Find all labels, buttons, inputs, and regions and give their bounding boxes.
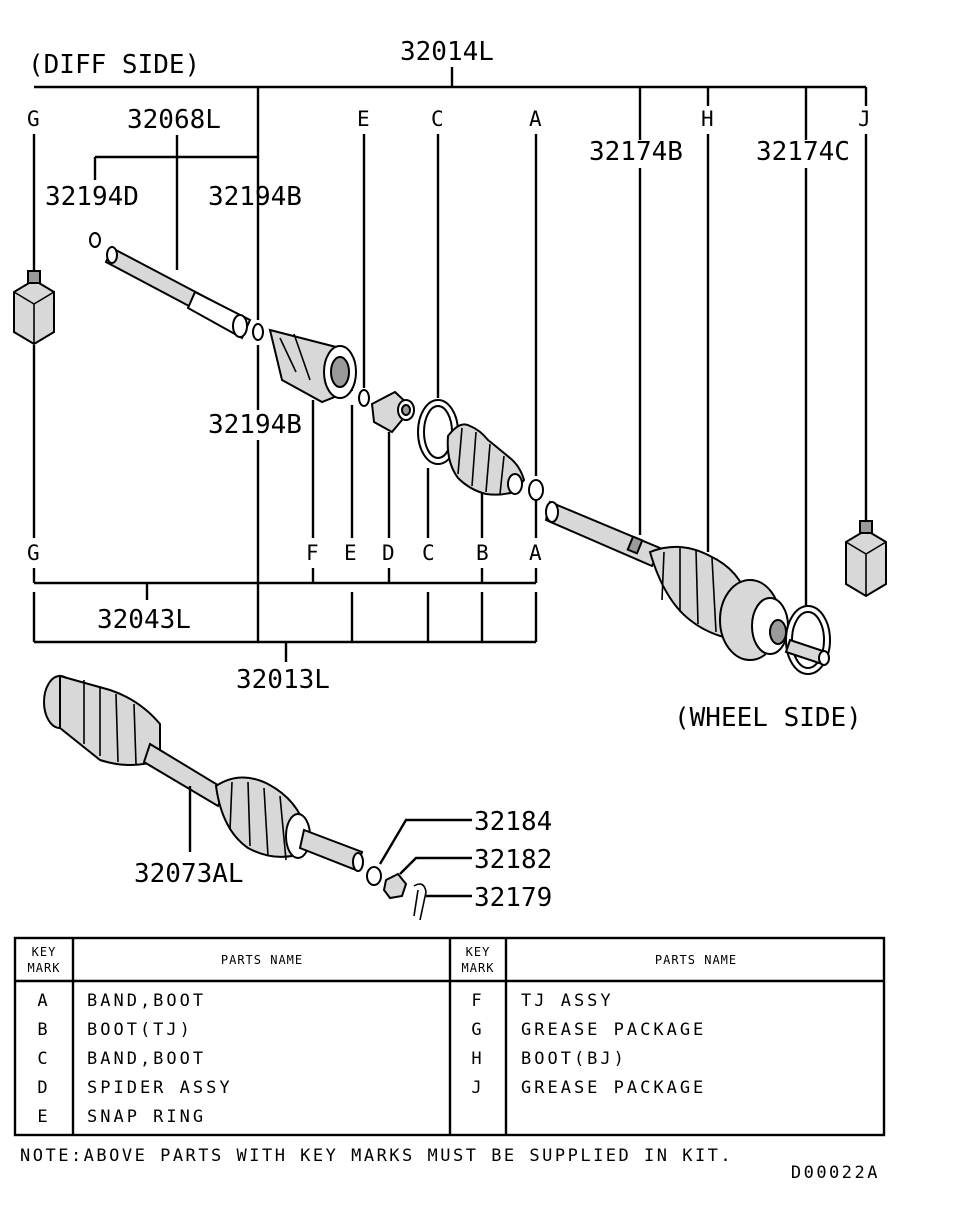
parts-table: KEY MARK PARTS NAME KEY MARK PARTS NAME … (13, 936, 886, 1137)
table-name-cell: BAND,BOOT (87, 991, 206, 1011)
grease-package-icon (13, 270, 55, 346)
part-32174C-label: 32174C (756, 137, 850, 167)
tj-assy-icon (268, 328, 357, 404)
boot-tj-icon (446, 423, 526, 496)
drive-shaft-assembly-icon (43, 674, 364, 872)
kit-note: NOTE:ABOVE PARTS WITH KEY MARKS MUST BE … (20, 1146, 733, 1166)
wheel-side-label: (WHEEL SIDE) (674, 703, 862, 733)
leader-line (378, 818, 472, 865)
snap-ring-icon (89, 232, 101, 248)
table-name-cell: GREASE PACKAGE (521, 1078, 706, 1098)
key-letter-bottom: G (27, 541, 40, 565)
table-name-cell: BOOT(TJ) (87, 1020, 193, 1040)
stub-shaft-icon (784, 638, 830, 666)
table-header-key: MARK (28, 961, 61, 975)
cotter-pin-icon (413, 883, 427, 921)
key-letter-top: E (357, 107, 370, 131)
part-32068L-label: 32068L (127, 105, 221, 135)
table-key-cell: C (37, 1049, 50, 1069)
key-letter-bottom: A (529, 541, 542, 565)
table-key-cell: E (37, 1107, 50, 1127)
table-header-key: KEY (466, 945, 491, 959)
key-letter-bottom: E (344, 541, 357, 565)
table-key-cell: B (37, 1020, 50, 1040)
leader-line (399, 856, 472, 875)
key-letter-bottom: C (422, 541, 435, 565)
part-32179-label: 32179 (474, 883, 552, 913)
outer-shaft-icon (544, 500, 662, 568)
bj-outer-race-icon (719, 579, 789, 661)
part-32014L-label: 32014L (400, 37, 494, 67)
snap-ring-icon (252, 323, 264, 341)
table-key-cell: G (471, 1020, 484, 1040)
table-name-cell: BAND,BOOT (87, 1049, 206, 1069)
table-key-cell: H (471, 1049, 484, 1069)
key-letter-top: H (701, 107, 714, 131)
key-letter-bottom: D (382, 541, 395, 565)
table-name-cell: TJ ASSY (521, 991, 614, 1011)
table-header-key: KEY (32, 945, 57, 959)
band-boot-icon (528, 479, 544, 501)
table-name-cell: GREASE PACKAGE (521, 1020, 706, 1040)
diff-side-label: (DIFF SIDE) (28, 50, 200, 80)
part-32043L-label: 32043L (97, 605, 191, 635)
table-header-name: PARTS NAME (655, 953, 737, 967)
key-letter-top: C (431, 107, 444, 131)
washer-icon (366, 866, 382, 886)
part-32184-label: 32184 (474, 807, 552, 837)
grease-package-icon (845, 520, 887, 598)
part-32073AL-label: 32073AL (134, 859, 244, 889)
key-letter-top: J (858, 107, 871, 131)
snap-ring-icon (358, 389, 370, 407)
key-letter-bottom: B (476, 541, 489, 565)
table-name-cell: BOOT(BJ) (521, 1049, 627, 1069)
key-letter-top: A (529, 107, 542, 131)
part-32194B-mid-label: 32194B (208, 410, 302, 440)
table-name-cell: SPIDER ASSY (87, 1078, 233, 1098)
table-key-cell: F (471, 991, 484, 1011)
part-32174B-label: 32174B (589, 137, 683, 167)
key-letter-bottom: F (306, 541, 319, 565)
table-key-cell: A (37, 991, 50, 1011)
table-header-key: MARK (462, 961, 495, 975)
key-letter-top: G (27, 107, 40, 131)
part-32194B-top-label: 32194B (208, 182, 302, 212)
table-key-cell: D (37, 1078, 50, 1098)
spider-assy-icon (370, 390, 415, 434)
hub-nut-icon (382, 872, 408, 900)
part-32194D-label: 32194D (45, 182, 139, 212)
part-32013L-label: 32013L (236, 665, 330, 695)
table-name-cell: SNAP RING (87, 1107, 206, 1127)
part-32182-label: 32182 (474, 845, 552, 875)
table-header-name: PARTS NAME (221, 953, 303, 967)
inner-shaft-icon (104, 246, 252, 340)
table-key-cell: J (471, 1078, 484, 1098)
diagram-code: D00022A (791, 1163, 880, 1183)
